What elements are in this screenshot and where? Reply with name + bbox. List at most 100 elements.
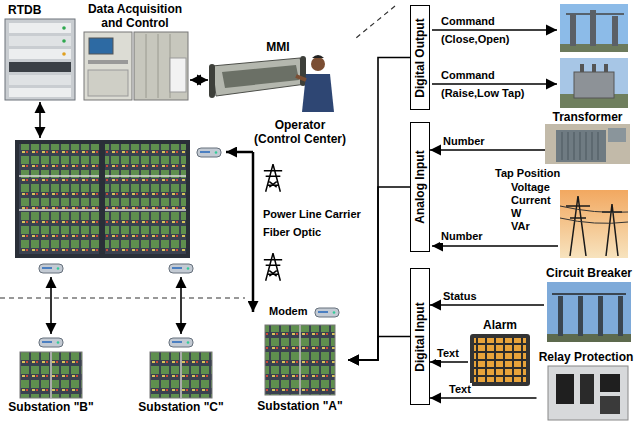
tap-changer-photo [580,64,584,72]
modem-icon [39,264,63,273]
connector [430,304,544,306]
tap-changer-photo [592,64,596,72]
transformer-photo [562,132,598,160]
link-arrow [39,102,41,138]
caption: Operator (Control Center) [252,118,348,146]
relay-panel-photo [600,396,620,414]
signal-label: Number [440,230,484,243]
operator-photo [212,58,306,96]
caption: MMI [266,40,289,54]
circuit-breaker-photo [547,282,631,342]
link-arrow [432,245,558,247]
modem-icon [39,148,339,347]
circuit-breaker-photo [558,296,563,336]
signal-label: Command [440,15,496,28]
io-label: Digital Output [413,18,427,97]
acquisition-cabinet-photo [88,70,128,96]
server-rack-photo [19,176,186,210]
server-rack-photo [105,144,186,254]
switch-photo [560,4,628,52]
rtdb-server-photo [9,23,71,33]
device-photo: Transformer [545,110,630,164]
boundary-dash [0,297,245,298]
signal-label: W [510,207,522,220]
caption: Substation "A" [257,399,342,413]
connector [190,79,208,81]
operator-photo [311,57,325,71]
transformer-photo [545,124,630,164]
circuit-breaker-photo [578,296,583,336]
substation-photo: Substation "B" [3,352,99,414]
rtdb-server-photo [9,88,71,97]
relay-panel-photo [600,374,620,392]
link-arrow [252,152,255,312]
tap-changer-photo [574,72,614,98]
signal-label: (Raise,Low Tap) [440,87,526,100]
server-rack-photo [15,140,190,258]
signal-label: Number [442,135,486,148]
relay-panel-photo [548,366,628,420]
io-box: Digital Output [410,5,430,110]
switch-photo [560,4,628,52]
connector [430,149,545,151]
modem-icon [197,148,221,157]
tap-changer-photo [560,58,628,108]
switch-photo [570,14,576,46]
caption: Substation "B" [8,400,93,414]
acquisition-cabinet-photo [88,60,128,64]
power-line-photo [566,196,622,256]
substation-photo: Substation "C" [133,352,229,414]
power-line-photo [560,206,628,223]
operator-photo [312,55,324,58]
link-arrow [432,29,557,31]
connector [348,337,410,361]
io-label: Analog Input [413,150,427,223]
boundary-dash [0,6,395,298]
operator-photo [302,74,334,112]
relay-panel-photo [548,366,628,420]
caption: Transformer [552,110,622,124]
signal-label: Command [440,69,496,82]
operator-photo: MMI Operator (Control Center) [208,40,348,146]
transformer-photo [545,124,630,164]
signal-label: VAr [510,220,531,233]
caption: Alarm [483,318,517,332]
operator-photo [209,55,334,112]
rtdb-server-photo [62,52,66,56]
acquisition-cabinet-photo [84,32,188,100]
switch-photo [612,16,618,46]
substation-photo: Substation "A" [252,323,348,413]
caption: Relay Protection [539,350,634,364]
caption: Substation "C" [138,400,223,414]
rtdb-server-photo [62,26,66,30]
tap-changer-photo [604,64,608,72]
modem-icon [169,264,193,273]
transformer-photo [556,130,606,162]
link-arrow [40,30,558,334]
connector [430,361,468,363]
signal-label: (Close,Open) [440,33,510,46]
link-arrow [226,151,253,154]
acquisition-cabinet-photo [89,38,113,54]
device-photo: Relay Protection [537,350,636,422]
circuit-breaker-photo [552,293,626,295]
signal-label: Fiber Optic [262,226,322,239]
alarm-panel-photo [470,334,530,386]
rtdb-server-photo [9,62,71,72]
circuit-breaker-photo [598,296,603,336]
server-rack-photo [15,140,190,258]
signal-label: Tap Position [494,167,561,180]
device-photo: Circuit Breaker [544,266,634,342]
transformer-photo [608,128,626,142]
pylon-icon [264,253,282,281]
signal-label: Modem [268,305,309,318]
modem-icon [169,338,193,347]
relay-panel-photo [580,374,594,404]
circuit-breaker-photo [618,296,623,336]
acquisition-cabinet-photo [84,32,132,100]
operator-photo [296,76,306,80]
pylon-icon [264,164,282,281]
acquisition-cabinet-photo [170,58,186,92]
link-arrow [50,277,52,334]
switch-photo [590,10,596,46]
